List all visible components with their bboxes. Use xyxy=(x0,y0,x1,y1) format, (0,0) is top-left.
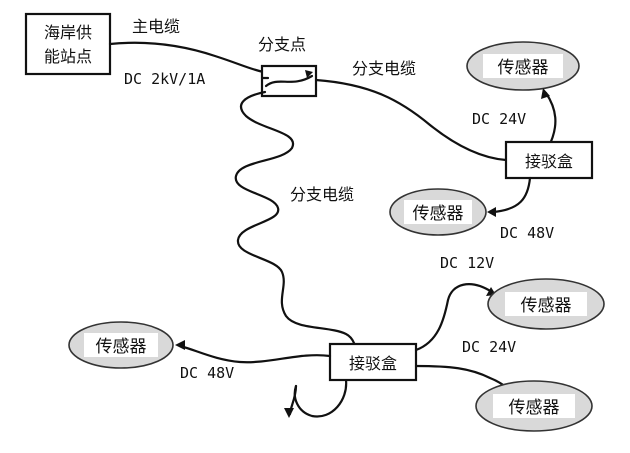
sensor-label: 传感器 xyxy=(96,337,147,357)
voltage-jb1-bottom: DC 48V xyxy=(500,224,554,242)
branch-point-arrow xyxy=(305,70,313,78)
branch-cable-label-mid: 分支电缆 xyxy=(290,185,354,204)
sensor-jb2-upper-right: 传感器 xyxy=(487,278,605,330)
branch-point-label: 分支点 xyxy=(258,35,306,54)
junction-box-2: 接驳盒 xyxy=(328,342,418,382)
sensor-label: 传感器 xyxy=(498,58,549,78)
branch-cable-to-junction-box-2 xyxy=(234,90,359,378)
sensor-label: 传感器 xyxy=(509,398,560,418)
branch-cable-to-junction-box-1 xyxy=(314,78,508,162)
sensor-label: 传感器 xyxy=(413,204,464,224)
junction-box-1: 接驳盒 xyxy=(504,140,594,180)
branch-cable-tail xyxy=(293,378,348,418)
voltage-jb2-top: DC 12V xyxy=(440,254,494,272)
sensor-jb1-top: 传感器 xyxy=(466,41,580,91)
arrow-to-sensor-left xyxy=(175,340,185,350)
junction-box-2-label: 接驳盒 xyxy=(349,354,397,373)
arrow-to-sensor-top xyxy=(541,88,550,99)
branch-cable-label-top: 分支电缆 xyxy=(352,59,416,78)
cable-jb2-to-sensor-upper-right xyxy=(414,283,494,352)
voltage-jb2-left: DC 48V xyxy=(180,364,234,382)
junction-box-1-label: 接驳盒 xyxy=(525,152,573,171)
branch-point-internal-wire xyxy=(264,74,314,88)
shore-station-label-line2: 能站点 xyxy=(44,47,92,66)
sensor-label: 传感器 xyxy=(521,296,572,316)
cable-jb1-to-sensor-top xyxy=(544,91,557,150)
shore-station-label-line1: 海岸供 xyxy=(44,23,92,42)
voltage-jb2-right: DC 24V xyxy=(462,338,516,356)
cable-jb1-to-sensor-bottom xyxy=(490,176,532,214)
main-cable-label: 主电缆 xyxy=(132,17,180,36)
voltage-jb1-top: DC 24V xyxy=(472,110,526,128)
shore-station-box: 海岸供 能站点 xyxy=(24,12,112,76)
sensor-jb1-bottom: 传感器 xyxy=(389,188,487,236)
branch-point-box xyxy=(260,64,318,98)
arrow-continue-down xyxy=(284,408,294,418)
sensor-jb2-left: 传感器 xyxy=(68,321,174,369)
main-cable xyxy=(108,41,266,74)
sensor-jb2-lower-right: 传感器 xyxy=(475,380,593,432)
arrow-to-sensor-jb1-bottom xyxy=(487,207,496,217)
cable-jb2-to-sensor-left xyxy=(178,344,332,364)
main-cable-voltage: DC 2kV/1A xyxy=(124,70,205,88)
